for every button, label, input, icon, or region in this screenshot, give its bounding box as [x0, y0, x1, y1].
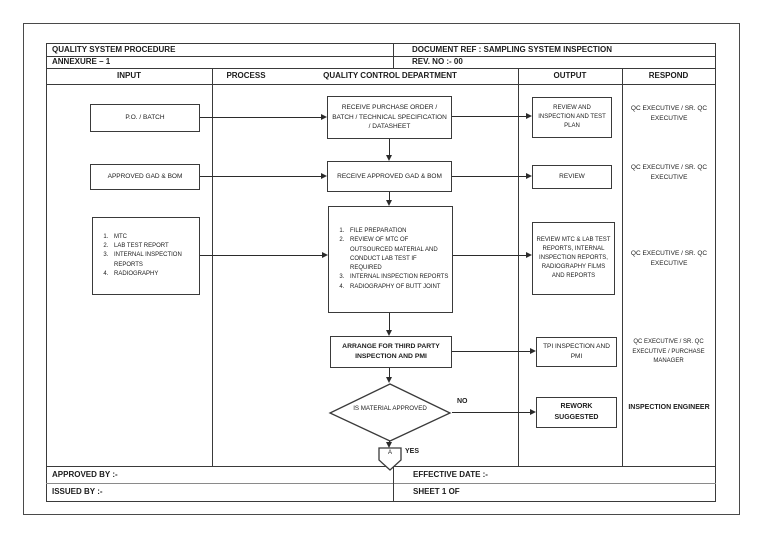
output-box-tpi-inspection-pmi: TPI INSPECTION AND PMI: [536, 337, 617, 367]
respond-row2: QC EXECUTIVE / SR. QC EXECUTIVE: [630, 164, 708, 182]
flow-arrow: [200, 112, 327, 122]
sheet-label: SHEET 1 OF: [413, 487, 460, 496]
qcd-output-column-divider: [518, 68, 520, 466]
flow-arrow: [452, 407, 536, 417]
list-item: REVIEW OF MTC OF OUTSOURCED MATERIAL AND…: [346, 236, 449, 273]
decision-yes-label: YES: [405, 448, 420, 455]
column-header-input: INPUT: [117, 71, 141, 80]
column-header-bottom-divider: [46, 84, 716, 86]
output-respond-column-divider: [622, 68, 624, 466]
footer-row-divider: [46, 483, 716, 485]
input-process-column-divider: [212, 68, 214, 466]
list-item: MTC: [110, 233, 196, 242]
input-box-po-batch: P.O. / BATCH: [90, 104, 200, 132]
list-item: RADIOGRAPHY: [110, 270, 196, 279]
respond-row1: QC EXECUTIVE / SR. QC EXECUTIVE: [630, 105, 708, 123]
flow-arrow: [452, 171, 532, 181]
input-box-approved-gad-bom: APPROVED GAD & BOM: [90, 164, 200, 190]
list-item: RADIOGRAPHY OF BUTT JOINT: [346, 283, 449, 292]
input-box-document-list: MTC LAB TEST REPORT INTERNAL INSPECTION …: [92, 217, 200, 295]
flow-arrow: [200, 171, 327, 181]
input-document-list: MTC LAB TEST REPORT INTERNAL INSPECTION …: [96, 233, 196, 279]
list-item: LAB TEST REPORT: [110, 242, 196, 251]
respond-row5: INSPECTION ENGINEER: [628, 404, 710, 411]
decision-label: IS MATERIAL APPROVED: [353, 405, 427, 412]
table-right-border: [715, 43, 717, 501]
offpage-connector-label: A: [387, 450, 392, 456]
column-header-process: PROCESS: [226, 71, 266, 80]
process-box-arrange-tpi-pmi: ARRANGE FOR THIRD PARTY INSPECTION AND P…: [330, 336, 452, 368]
flow-arrow: [384, 192, 394, 206]
flow-arrow: [384, 313, 394, 336]
offpage-connector-shape: [378, 447, 402, 471]
rev-no-label: REV. NO :- 00: [412, 57, 463, 66]
column-header-qcd: QUALITY CONTROL DEPARTMENT: [323, 71, 457, 80]
process-box-file-preparation: FILE PREPARATION REVIEW OF MTC OF OUTSOU…: [328, 206, 453, 313]
approved-by-label: APPROVED BY :-: [52, 470, 118, 479]
column-header-respond: RESPOND: [648, 71, 689, 80]
flow-arrow: [453, 250, 532, 260]
respond-row4: QC EXECUTIVE / SR. QC EXECUTIVE / PURCHA…: [632, 339, 705, 365]
process-box-receive-gad-bom: RECEIVE APPROVED GAD & BOM: [327, 161, 452, 192]
footer-top-divider: [46, 466, 716, 468]
flow-arrow: [452, 111, 532, 121]
table-bottom-border: [46, 501, 716, 503]
flow-arrow: [200, 250, 328, 260]
output-box-rework-suggested: REWORK SUGGESTED: [536, 397, 617, 428]
issued-by-label: ISSUED BY :-: [52, 487, 103, 496]
footer-vertical-divider: [393, 466, 395, 501]
list-item: INTERNAL INSPECTION REPORTS: [110, 251, 196, 270]
document-title: QUALITY SYSTEM PROCEDURE: [52, 45, 176, 54]
flow-arrow: [384, 441, 394, 448]
annexure-label: ANNEXURE – 1: [52, 57, 111, 66]
process-step-list: FILE PREPARATION REVIEW OF MTC OF OUTSOU…: [332, 227, 449, 292]
decision-no-label: NO: [457, 398, 468, 405]
header-row-divider: [46, 68, 716, 70]
output-box-review: REVIEW: [532, 165, 612, 189]
document-ref: DOCUMENT REF : SAMPLING SYSTEM INSPECTIO…: [412, 45, 613, 54]
respond-row3: QC EXECUTIVE / SR. QC EXECUTIVE: [630, 250, 708, 268]
list-item: INTERNAL INSPECTION REPORTS: [346, 273, 449, 282]
header-vertical-divider: [393, 43, 395, 68]
effective-date-label: EFFECTIVE DATE :-: [413, 470, 488, 479]
flow-arrow: [384, 368, 394, 383]
list-item: FILE PREPARATION: [346, 227, 449, 236]
flow-arrow: [452, 346, 536, 356]
table-left-border: [46, 43, 48, 501]
header-row-divider: [46, 56, 716, 58]
table-top-border: [46, 43, 716, 45]
flow-arrow: [384, 139, 394, 161]
process-box-receive-po: RECEIVE PURCHASE ORDER / BATCH / TECHNIC…: [327, 96, 452, 139]
output-box-review-mtc-reports: REVIEW MTC & LAB TEST REPORTS, INTERNAL …: [532, 222, 615, 295]
column-header-output: OUTPUT: [553, 71, 587, 80]
output-box-review-inspection-test-plan: REVIEW AND INSPECTION AND TEST PLAN: [532, 97, 612, 138]
